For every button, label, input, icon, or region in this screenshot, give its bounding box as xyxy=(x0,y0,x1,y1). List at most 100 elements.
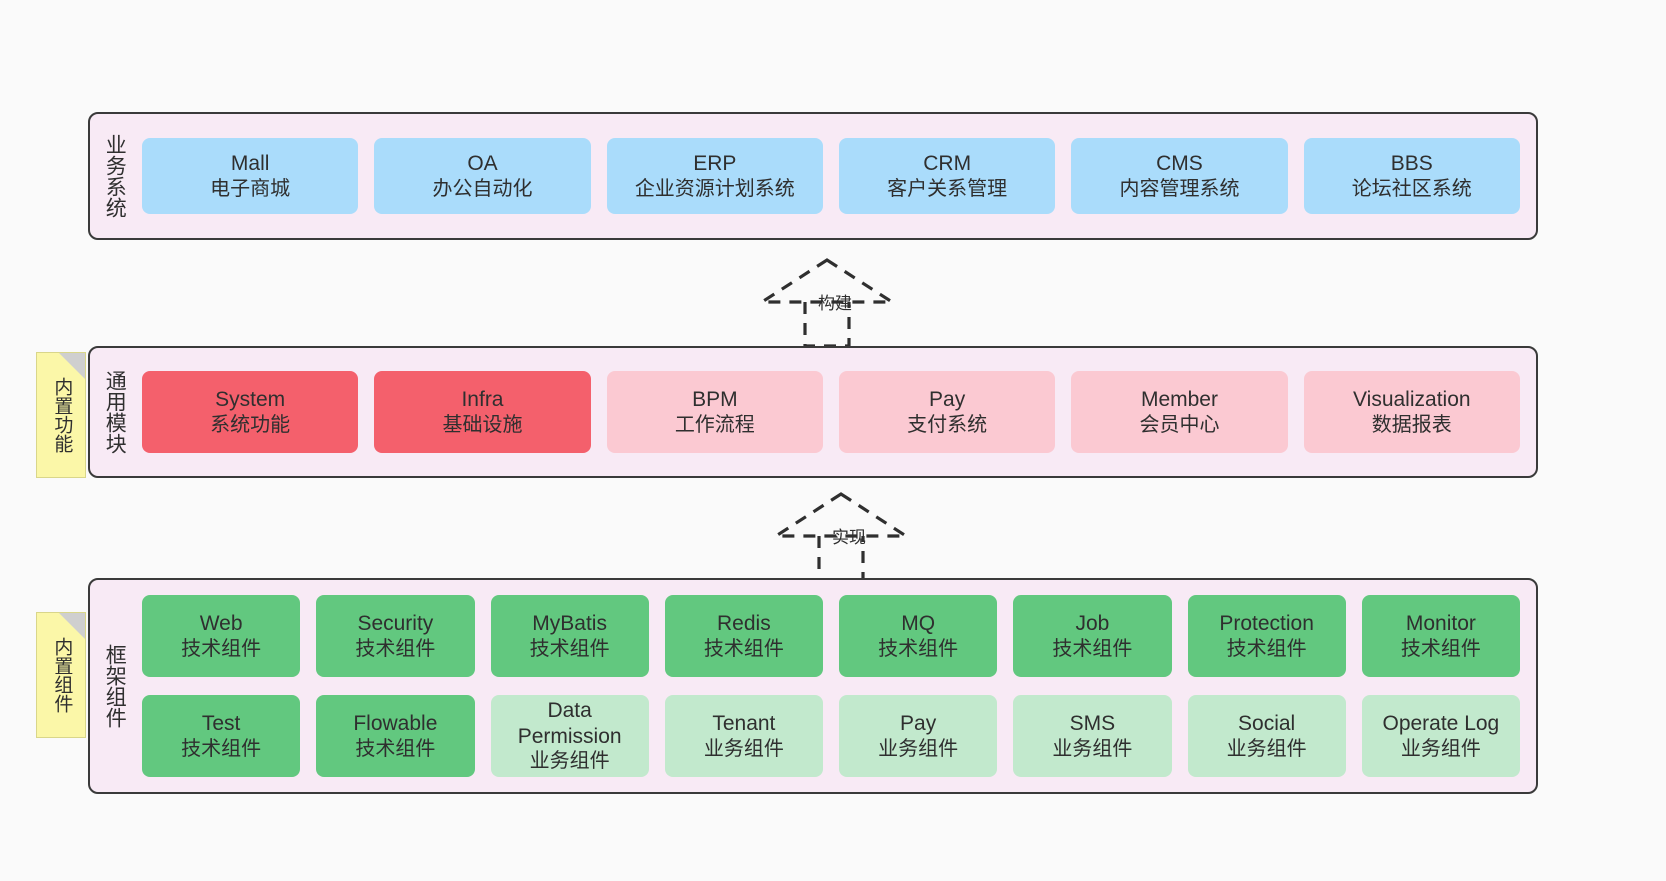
card-protection[interactable]: Protection 技术组件 xyxy=(1187,595,1346,677)
card-subtitle: 业务组件 xyxy=(878,737,959,760)
card-title: Job xyxy=(1075,612,1110,635)
card-bbs[interactable]: BBS 论坛社区系统 xyxy=(1303,138,1520,214)
card-subtitle: 内容管理系统 xyxy=(1119,177,1240,200)
card-erp[interactable]: ERP 企业资源计划系统 xyxy=(606,138,823,214)
card-title: ERP xyxy=(693,152,737,175)
card-subtitle: 业务组件 xyxy=(529,750,610,773)
card-subtitle: 工作流程 xyxy=(674,413,755,436)
card-title: Data Permission xyxy=(517,699,622,748)
card-subtitle: 技术组件 xyxy=(1400,637,1481,660)
card-mall[interactable]: Mall 电子商城 xyxy=(142,138,359,214)
card-title: OA xyxy=(467,152,498,175)
card-title: CRM xyxy=(923,152,972,175)
layer-title-common: 通用模块 xyxy=(103,370,127,454)
card-subtitle: 电子商城 xyxy=(210,177,291,200)
card-title: System xyxy=(215,388,286,411)
card-title: BBS xyxy=(1390,152,1433,175)
card-redis[interactable]: Redis 技术组件 xyxy=(664,595,823,677)
card-title: Tenant xyxy=(712,712,776,735)
card-title: Pay xyxy=(900,712,937,735)
card-visualization[interactable]: Visualization 数据报表 xyxy=(1303,371,1520,453)
connector-implement: 实现 xyxy=(766,490,926,582)
card-subtitle: 系统功能 xyxy=(210,413,291,436)
card-subtitle: 基础设施 xyxy=(442,413,523,436)
card-data-permission[interactable]: Data Permission 业务组件 xyxy=(490,695,649,777)
card-row: Test 技术组件 Flowable 技术组件 Data Permission … xyxy=(142,695,1520,777)
layer-title-business: 业务系统 xyxy=(103,134,127,218)
note-label: 内置功能 xyxy=(51,377,73,453)
card-title: MyBatis xyxy=(532,612,607,635)
card-subtitle: 客户关系管理 xyxy=(887,177,1008,200)
card-title: Web xyxy=(199,612,243,635)
card-title: Mall xyxy=(230,152,270,175)
card-subtitle: 技术组件 xyxy=(181,737,262,760)
card-subtitle: 支付系统 xyxy=(907,413,988,436)
card-pay-business[interactable]: Pay 业务组件 xyxy=(839,695,998,777)
card-subtitle: 论坛社区系统 xyxy=(1351,177,1472,200)
card-mq[interactable]: MQ 技术组件 xyxy=(839,595,998,677)
card-title: Monitor xyxy=(1405,612,1476,635)
card-subtitle: 技术组件 xyxy=(355,737,436,760)
card-sms[interactable]: SMS 业务组件 xyxy=(1013,695,1172,777)
card-member[interactable]: Member 会员中心 xyxy=(1071,371,1288,453)
card-oa[interactable]: OA 办公自动化 xyxy=(374,138,591,214)
card-subtitle: 技术组件 xyxy=(703,637,784,660)
card-monitor[interactable]: Monitor 技术组件 xyxy=(1361,595,1520,677)
card-title: Member xyxy=(1140,388,1218,411)
connector-implement-label: 实现 xyxy=(832,528,866,547)
card-row: System 系统功能 Infra 基础设施 BPM 工作流程 Pay 支付系统… xyxy=(142,371,1520,453)
card-bpm[interactable]: BPM 工作流程 xyxy=(606,371,823,453)
card-title: MQ xyxy=(901,612,936,635)
card-title: CMS xyxy=(1156,152,1203,175)
card-subtitle: 数据报表 xyxy=(1371,413,1452,436)
card-operate-log[interactable]: Operate Log 业务组件 xyxy=(1361,695,1520,777)
card-subtitle: 会员中心 xyxy=(1139,413,1220,436)
connector-build-label: 构建 xyxy=(818,294,852,313)
card-tenant[interactable]: Tenant 业务组件 xyxy=(664,695,823,777)
card-crm[interactable]: CRM 客户关系管理 xyxy=(838,138,1056,214)
card-pay[interactable]: Pay 支付系统 xyxy=(838,371,1056,453)
card-mybatis[interactable]: MyBatis 技术组件 xyxy=(490,595,649,677)
card-title: Security xyxy=(357,612,434,635)
card-subtitle: 技术组件 xyxy=(1052,637,1133,660)
card-subtitle: 业务组件 xyxy=(703,737,784,760)
card-system[interactable]: System 系统功能 xyxy=(142,371,359,453)
card-subtitle: 技术组件 xyxy=(1226,637,1307,660)
card-infra[interactable]: Infra 基础设施 xyxy=(374,371,591,453)
card-title: Infra xyxy=(461,388,504,411)
card-test[interactable]: Test 技术组件 xyxy=(142,695,301,777)
card-web[interactable]: Web 技术组件 xyxy=(142,595,301,677)
card-social[interactable]: Social 业务组件 xyxy=(1187,695,1346,777)
card-subtitle: 技术组件 xyxy=(529,637,610,660)
card-cms[interactable]: CMS 内容管理系统 xyxy=(1071,138,1288,214)
layer-title-frame: 框架组件 xyxy=(103,644,127,728)
card-subtitle: 业务组件 xyxy=(1226,737,1307,760)
card-subtitle: 企业资源计划系统 xyxy=(634,177,795,200)
card-title: Redis xyxy=(717,612,771,635)
card-title: BPM xyxy=(692,388,738,411)
layer-framework-components: 框架组件 Web 技术组件 Security 技术组件 MyBatis 技术组件… xyxy=(88,578,1538,794)
card-security[interactable]: Security 技术组件 xyxy=(316,595,475,677)
card-subtitle: 业务组件 xyxy=(1400,737,1481,760)
card-subtitle: 技术组件 xyxy=(878,637,959,660)
card-title: Operate Log xyxy=(1382,712,1500,735)
card-row: Web 技术组件 Security 技术组件 MyBatis 技术组件 Redi… xyxy=(142,595,1520,677)
layer-body-business: Mall 电子商城 OA 办公自动化 ERP 企业资源计划系统 CRM 客户关系… xyxy=(136,114,1536,238)
card-title: Protection xyxy=(1219,612,1314,635)
layer-body-common: System 系统功能 Infra 基础设施 BPM 工作流程 Pay 支付系统… xyxy=(136,348,1536,476)
card-row: Mall 电子商城 OA 办公自动化 ERP 企业资源计划系统 CRM 客户关系… xyxy=(142,138,1520,214)
card-subtitle: 技术组件 xyxy=(181,637,262,660)
layer-business-systems: 业务系统 Mall 电子商城 OA 办公自动化 ERP 企业资源计划系统 CRM… xyxy=(88,112,1538,240)
card-subtitle: 技术组件 xyxy=(355,637,436,660)
note-label: 内置组件 xyxy=(51,637,73,713)
note-builtin-component: 内置组件 xyxy=(36,612,86,738)
connector-build: 构建 xyxy=(752,256,912,348)
card-title: Social xyxy=(1238,712,1296,735)
card-title: Visualization xyxy=(1353,388,1471,411)
card-subtitle: 办公自动化 xyxy=(432,177,533,200)
layer-common-modules: 通用模块 System 系统功能 Infra 基础设施 BPM 工作流程 Pay… xyxy=(88,346,1538,478)
card-title: Test xyxy=(201,712,241,735)
card-job[interactable]: Job 技术组件 xyxy=(1013,595,1172,677)
card-flowable[interactable]: Flowable 技术组件 xyxy=(316,695,475,777)
